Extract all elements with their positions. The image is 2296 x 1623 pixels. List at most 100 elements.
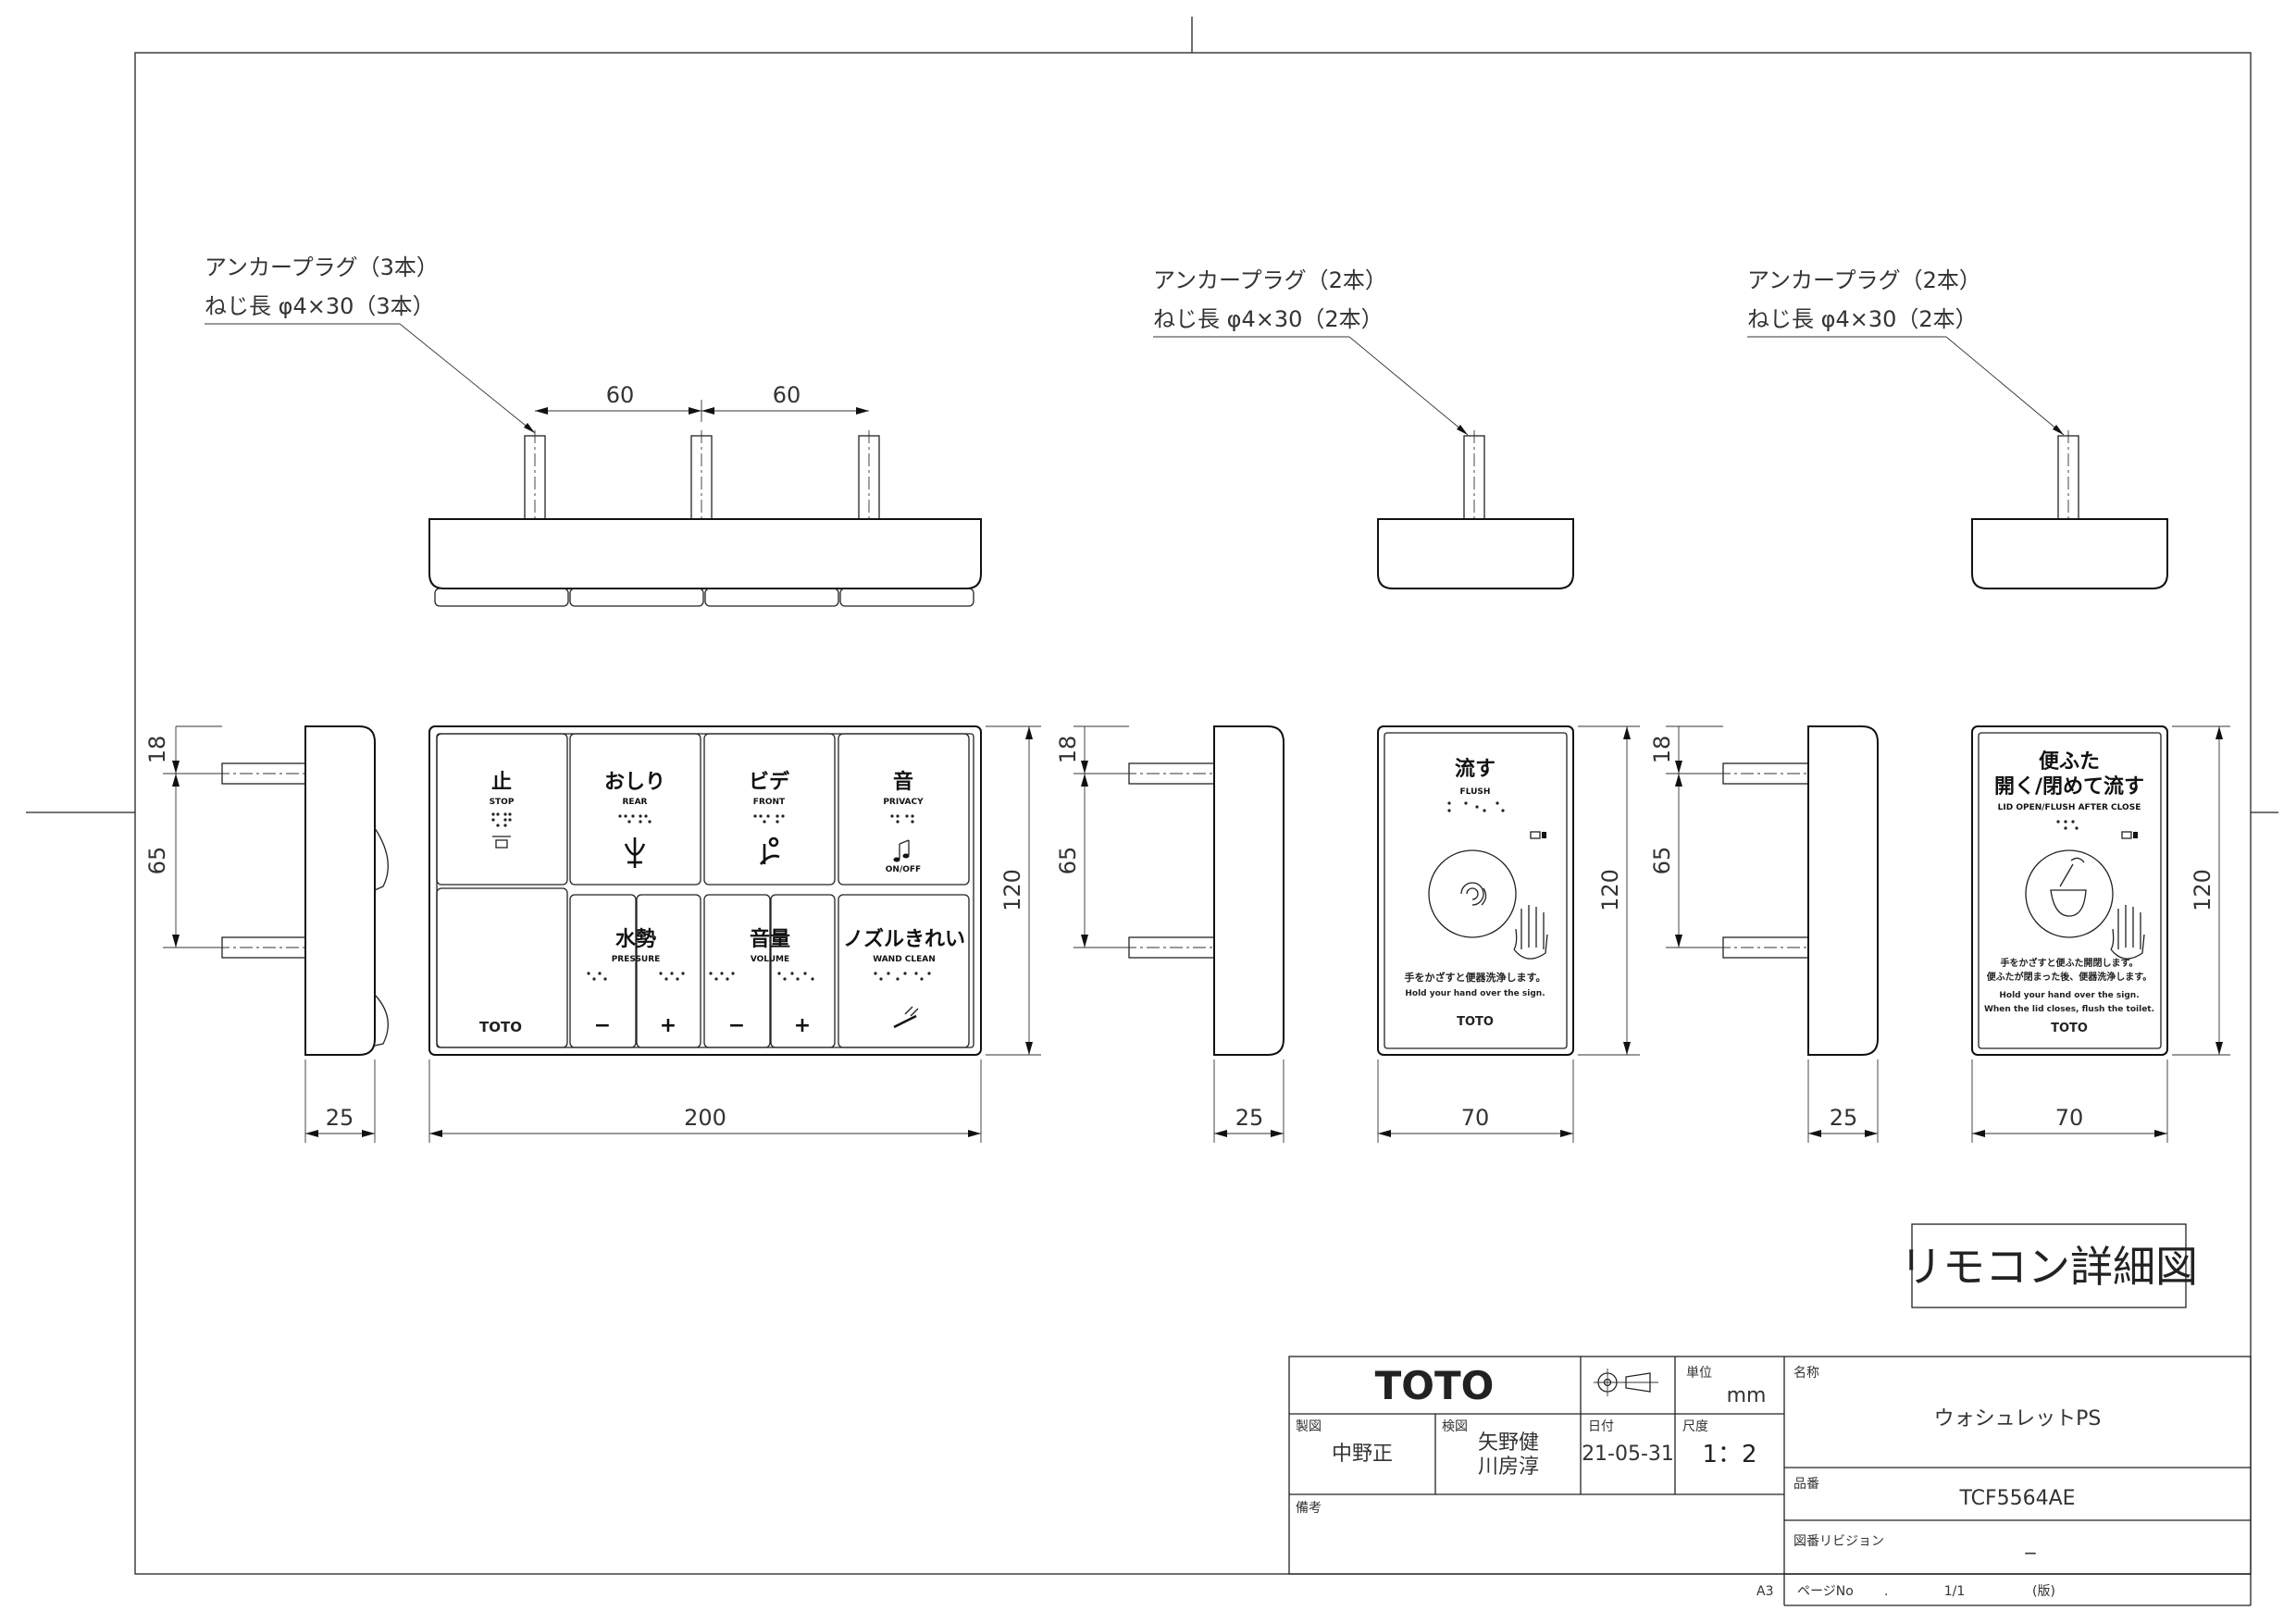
front-label: ビデ <box>749 770 790 794</box>
main-remote-top-view: 60 60 <box>428 382 982 607</box>
pressure-plus: + <box>660 1014 676 1037</box>
dim-height-flush: 120 <box>1597 869 1623 911</box>
flush-panel-top-view <box>1377 430 1574 589</box>
music-note-icon <box>893 839 910 862</box>
page-value: 1/1 <box>1944 1584 1966 1599</box>
annotation-right: アンカープラグ（2本） ねじ長 φ4×30（2本） <box>1747 267 2065 436</box>
dim-side-span-right: 65 <box>1649 847 1675 875</box>
dim-side-top: 18 <box>144 736 170 764</box>
sheet-size: A3 <box>1756 1584 1773 1599</box>
main-remote-side-view: 18 65 25 <box>144 725 389 1143</box>
page-label: ページNo <box>1797 1584 1854 1599</box>
rear-wash-icon <box>624 837 646 868</box>
title-block: TOTO 単位 mm 名称 ウォシュレットPS 製図 中野正 検図 矢野健 川房… <box>1288 1356 2252 1606</box>
product-label: 品番 <box>1793 1477 1819 1492</box>
hand-icon <box>1513 905 1548 960</box>
dim-depth-right: 25 <box>1830 1105 1858 1131</box>
remote-logo: TOTO <box>479 1019 522 1035</box>
annotation-line2: ねじ長 φ4×30（2本） <box>1747 306 1978 332</box>
lid-instruction-en1: Hold your hand over the sign. <box>1999 991 2139 1000</box>
flush-instruction-jp: 手をかざすと便器洗浄します。 <box>1405 971 1546 984</box>
rear-label: おしり <box>604 771 665 794</box>
lid-panel-top-view <box>1971 430 2168 589</box>
bidet-wash-icon <box>760 836 780 865</box>
flush-sensor <box>1428 849 1517 938</box>
dim-width-main: 200 <box>684 1105 726 1131</box>
drawing-frame <box>134 52 2252 1575</box>
scale-value: 1：2 <box>1702 1441 1756 1468</box>
lid-label-line2: 開く/閉めて流す <box>1994 774 2144 799</box>
name-value: ウォシュレットPS <box>1934 1407 2102 1431</box>
drawing-title: リモコン詳細図 <box>1900 1242 2198 1292</box>
unit-label: 単位 <box>1686 1366 1712 1381</box>
checker-1: 矢野健 <box>1478 1431 1539 1455</box>
privacy-sublabel: ON/OFF <box>886 865 921 874</box>
dim-width-flush: 70 <box>1461 1105 1490 1131</box>
volume-label: 音量 <box>750 927 790 951</box>
flush-label-en: FLUSH <box>1460 787 1491 797</box>
lid-instruction-en2: When the lid closes, flush the toilet. <box>1984 1005 2154 1014</box>
page-dot: . <box>1884 1584 1888 1599</box>
product-value: TCF5564AE <box>1958 1487 2075 1510</box>
rear-button: おしり REAR <box>604 771 665 868</box>
revision-value: _ <box>2025 1531 2037 1555</box>
annotation-line1: アンカープラグ（3本） <box>205 254 439 280</box>
privacy-label: 音 <box>893 770 913 794</box>
dim-pitch-a: 60 <box>606 382 635 408</box>
volume-buttons: 音量 VOLUME − + <box>709 927 814 1037</box>
dim-depth-left: 25 <box>326 1105 354 1131</box>
checker-2: 川房淳 <box>1478 1456 1539 1479</box>
drafter-label: 製図 <box>1296 1419 1322 1434</box>
rear-label-en: REAR <box>623 798 648 807</box>
lid-panel-front-view: 便ふた 開く/閉めて流す LID OPEN/FLUSH AFTER CLOSE … <box>1971 725 2230 1143</box>
lid-instruction-jp1: 手をかざすと便ふた開閉します。 <box>2001 957 2139 969</box>
annotation-line1: アンカープラグ（2本） <box>1747 267 1981 293</box>
pressure-label: 水勢 <box>615 927 656 951</box>
pressure-minus: − <box>594 1014 611 1037</box>
lid-label-line1: 便ふた <box>2039 750 2100 774</box>
dim-depth-mid: 25 <box>1235 1105 1264 1131</box>
dim-height-lid: 120 <box>2190 869 2215 911</box>
front-button: ビデ FRONT <box>749 770 790 865</box>
annotation-line1: アンカープラグ（2本） <box>1153 267 1387 293</box>
annotation-line2: ねじ長 φ4×30（3本） <box>205 293 435 319</box>
lid-logo: TOTO <box>2051 1022 2088 1035</box>
annotation-middle: アンカープラグ（2本） ねじ長 φ4×30（2本） <box>1153 267 1469 436</box>
volume-label-en: VOLUME <box>751 955 789 964</box>
page-note: (版) <box>2032 1584 2055 1599</box>
wand-clean-label: ノズルきれい <box>843 927 965 951</box>
flush-instruction-en: Hold your hand over the sign. <box>1405 989 1545 998</box>
front-label-en: FRONT <box>753 798 786 807</box>
dim-pitch-b: 60 <box>773 382 801 408</box>
date-value: 21-05-31 <box>1582 1443 1674 1466</box>
flush-label: 流す <box>1455 757 1496 781</box>
privacy-button: 音 PRIVACY ON/OFF <box>883 770 924 874</box>
wand-clean-icon <box>893 1006 919 1029</box>
date-label: 日付 <box>1588 1419 1614 1434</box>
flush-logo: TOTO <box>1457 1015 1494 1029</box>
scale-label: 尺度 <box>1682 1419 1708 1434</box>
dim-width-lid: 70 <box>2055 1105 2084 1131</box>
lid-sensor <box>2025 849 2114 938</box>
volume-plus: + <box>794 1014 811 1037</box>
stop-button: 止 STOP <box>490 771 515 849</box>
lid-label-en: LID OPEN/FLUSH AFTER CLOSE <box>1998 803 2141 812</box>
stop-label: 止 <box>491 771 512 794</box>
stop-icon <box>495 839 508 849</box>
privacy-label-en: PRIVACY <box>883 798 924 807</box>
annotation-left: アンカープラグ（3本） ねじ長 φ4×30（3本） <box>205 254 536 434</box>
toilet-lid-icon <box>2050 857 2087 917</box>
pressure-label-en: PRESSURE <box>612 955 661 964</box>
company-logo: TOTO <box>1375 1363 1495 1408</box>
flush-panel-front-view: 流す FLUSH 手をかざすと便器洗浄します。 Hold your hand o… <box>1377 725 1640 1143</box>
hand-icon <box>2110 905 2145 960</box>
dim-height-main: 120 <box>999 869 1025 911</box>
volume-minus: − <box>728 1014 745 1037</box>
dim-side-span-mid: 65 <box>1055 847 1081 875</box>
unit-value: mm <box>1727 1384 1767 1407</box>
annotation-line2: ねじ長 φ4×30（2本） <box>1153 306 1384 332</box>
dim-side-top-mid: 18 <box>1055 736 1081 764</box>
wand-clean-button: ノズルきれい WAND CLEAN <box>843 927 965 1029</box>
revision-label: 図番リビジョン <box>1793 1534 1884 1549</box>
